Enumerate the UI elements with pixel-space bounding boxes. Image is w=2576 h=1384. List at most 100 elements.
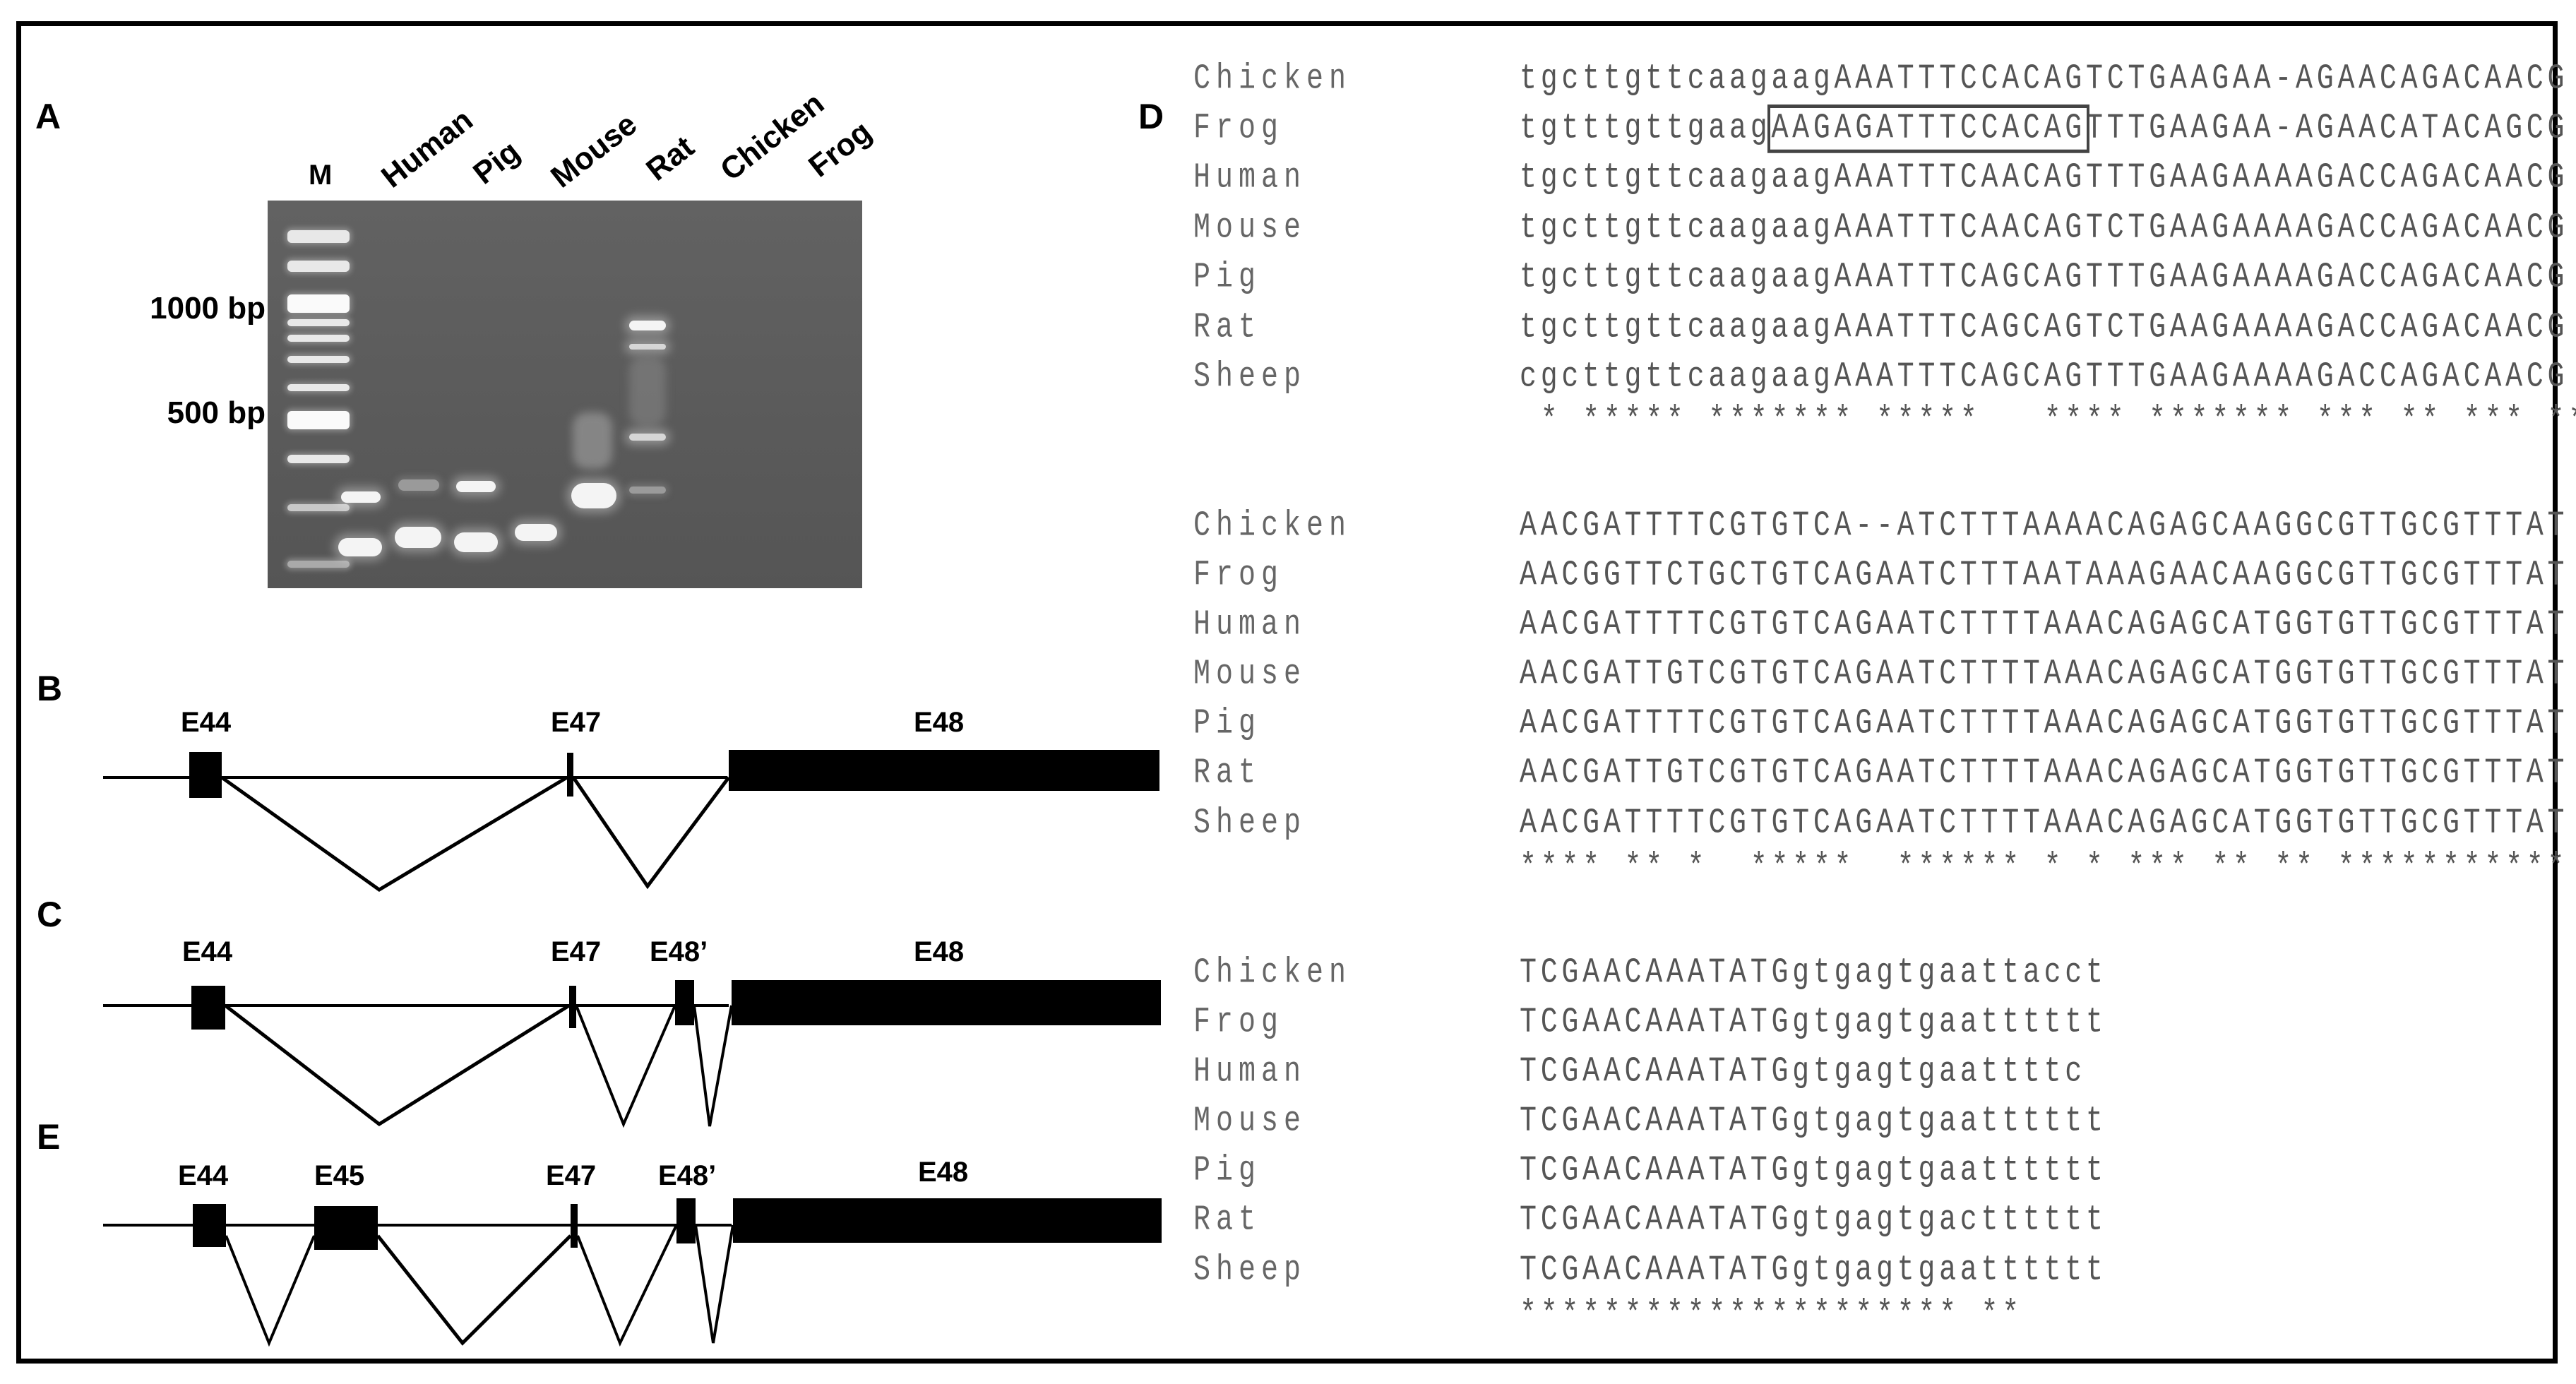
conservation-stars: ********************* ** bbox=[1520, 1295, 2023, 1335]
exon-label-e44: E44 bbox=[178, 1160, 229, 1191]
band-frog-500 bbox=[629, 434, 666, 441]
species-name: Sheep bbox=[1193, 1251, 1307, 1291]
sequence-row: tgcttgttcaagaagAAATTTCAGCAGTCTGAAGAAAAGA… bbox=[1520, 308, 2569, 348]
band-frog-1000 bbox=[629, 321, 666, 330]
sequence-row: tgcttgttcaagaagAAATTTCAACAGTCTGAAGAAAAGA… bbox=[1520, 208, 2569, 249]
sequence-row: tgtttgttgaagAAGAGATTTCCACAGTTTGAAGAA-AGA… bbox=[1520, 105, 2569, 153]
ladder-band bbox=[287, 319, 350, 326]
figure-frame bbox=[16, 21, 2558, 1364]
exon-e48-prime bbox=[675, 980, 694, 1025]
exon-e48 bbox=[732, 980, 1161, 1025]
exon-e45 bbox=[314, 1206, 378, 1250]
exon-label-e44: E44 bbox=[182, 936, 233, 967]
boxed-sequence-highlight: AAGAGATTTCCACAG bbox=[1767, 105, 2090, 153]
sequence-row: AACGGTTCTGCTGTCAGAATCTTTAATAAAGAACAAGGCG… bbox=[1520, 556, 2569, 596]
exon-label-e47: E47 bbox=[551, 936, 602, 967]
exon-e48 bbox=[729, 750, 1159, 791]
sequence-row: AACGATTTTCGTGTCA--ATCTTTAAAACAGAGCAAGGCG… bbox=[1520, 506, 2569, 547]
ladder-band bbox=[287, 455, 350, 463]
band-mouse-upper bbox=[456, 481, 496, 492]
species-name: Frog bbox=[1193, 109, 1284, 149]
band-pig-lower bbox=[395, 527, 441, 548]
species-name: Chicken bbox=[1193, 953, 1352, 994]
species-name: Pig bbox=[1193, 704, 1262, 744]
sequence-row: TCGAACAAATATGgtgagtgaattttc bbox=[1520, 1052, 2087, 1092]
sequence-intron-part: tgtttgttgaag bbox=[1520, 109, 1772, 149]
species-name: Sheep bbox=[1193, 804, 1307, 844]
ladder-band bbox=[287, 561, 350, 568]
exon-label-e48-prime: E48’ bbox=[650, 936, 708, 967]
species-name: Rat bbox=[1193, 1200, 1262, 1241]
exon-label-e47: E47 bbox=[551, 707, 602, 738]
species-name: Rat bbox=[1193, 753, 1262, 794]
sequence-exon-part: TTTGAAGAA-AGAACATACAGCG bbox=[2086, 109, 2569, 149]
species-name: Pig bbox=[1193, 1151, 1262, 1191]
ladder-band bbox=[287, 504, 350, 511]
band-human-upper bbox=[341, 491, 381, 503]
panel-label-b: B bbox=[37, 669, 63, 708]
band-frog-300 bbox=[629, 487, 666, 494]
size-marker-500bp: 500 bp bbox=[167, 395, 266, 430]
marker-lane-label: M bbox=[309, 160, 333, 191]
exon-label-e48-prime: E48’ bbox=[658, 1160, 717, 1191]
panel-label-e: E bbox=[37, 1117, 61, 1157]
exon-e44 bbox=[193, 1204, 226, 1247]
agarose-gel-image bbox=[268, 201, 862, 588]
exon-label-e45: E45 bbox=[314, 1160, 365, 1191]
ladder-band bbox=[287, 230, 350, 243]
ladder-band bbox=[287, 294, 350, 313]
band-mouse-lower bbox=[454, 532, 498, 552]
sequence-row: TCGAACAAATATGgtgagtgaatttttt bbox=[1520, 1251, 2107, 1291]
sequence-row: TCGAACAAATATGgtgagtgactttttt bbox=[1520, 1200, 2107, 1241]
species-name: Human bbox=[1193, 158, 1307, 198]
panel-label-c: C bbox=[37, 895, 63, 934]
size-marker-1000bp: 1000 bp bbox=[150, 291, 266, 326]
exon-e48-prime bbox=[676, 1198, 696, 1243]
species-name: Mouse bbox=[1193, 1102, 1307, 1142]
species-name: Pig bbox=[1193, 258, 1262, 298]
band-chicken bbox=[571, 483, 616, 508]
ladder-band bbox=[287, 335, 350, 342]
species-name: Mouse bbox=[1193, 655, 1307, 695]
sequence-row: AACGATTTTCGTGTCAGAATCTTTTAAACAGAGCATGGTG… bbox=[1520, 804, 2569, 844]
species-name: Rat bbox=[1193, 308, 1262, 348]
exon-label-e48: E48 bbox=[914, 707, 965, 738]
sequence-row: tgcttgttcaagaagAAATTTCAACAGTTTGAAGAAAAGA… bbox=[1520, 158, 2569, 198]
sequence-row: tgcttgttcaagaagAAATTTCAGCAGTTTGAAGAAAAGA… bbox=[1520, 258, 2569, 298]
ladder-band bbox=[287, 384, 350, 391]
band-human-lower bbox=[338, 538, 382, 556]
conservation-stars: **** ** * ***** ****** * * *** ** ** ***… bbox=[1520, 848, 2569, 888]
species-name: Frog bbox=[1193, 556, 1284, 596]
exon-label-e47: E47 bbox=[546, 1160, 597, 1191]
sequence-row: AACGATTGTCGTGTCAGAATCTTTTAAACAGAGCATGGTG… bbox=[1520, 655, 2569, 695]
exon-e44 bbox=[189, 752, 222, 798]
sequence-row: TCGAACAAATATGgtgagtgaatttttt bbox=[1520, 1003, 2107, 1043]
sequence-row: AACGATTGTCGTGTCAGAATCTTTTAAACAGAGCATGGTG… bbox=[1520, 753, 2569, 794]
panel-label-d: D bbox=[1138, 97, 1164, 136]
sequence-row: AACGATTTTCGTGTCAGAATCTTTTAAACAGAGCATGGTG… bbox=[1520, 605, 2569, 645]
sequence-row: tgcttgttcaagaagAAATTTCCACAGTCTGAAGAA-AGA… bbox=[1520, 59, 2569, 100]
conservation-stars: * ***** ******* ***** **** ******* *** *… bbox=[1520, 401, 2576, 441]
species-name: Sheep bbox=[1193, 357, 1307, 398]
species-name: Human bbox=[1193, 605, 1307, 645]
exon-e47 bbox=[567, 753, 573, 797]
band-rat bbox=[515, 524, 557, 541]
exon-label-e44: E44 bbox=[181, 707, 232, 738]
band-pig-upper bbox=[398, 479, 439, 491]
panel-label-a: A bbox=[35, 97, 61, 136]
exon-e47 bbox=[569, 986, 576, 1028]
species-name: Mouse bbox=[1193, 208, 1307, 249]
exon-e48 bbox=[733, 1198, 1162, 1243]
exon-label-e48: E48 bbox=[918, 1157, 969, 1188]
species-name: Human bbox=[1193, 1052, 1307, 1092]
band-chicken-smear bbox=[573, 412, 612, 469]
band-frog-900 bbox=[629, 344, 666, 350]
sequence-row: AACGATTTTCGTGTCAGAATCTTTTAAACAGAGCATGGTG… bbox=[1520, 704, 2569, 744]
sequence-row: cgcttgttcaagaagAAATTTCAGCAGTTTGAAGAAAAGA… bbox=[1520, 357, 2569, 398]
exon-e47 bbox=[571, 1204, 578, 1248]
band-frog-smear bbox=[629, 356, 666, 426]
species-name: Chicken bbox=[1193, 59, 1352, 100]
